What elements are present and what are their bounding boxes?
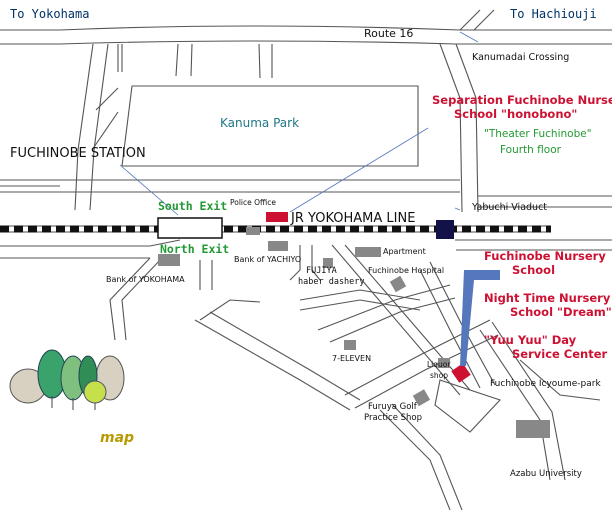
- south-exit-label: South Exit: [158, 199, 227, 213]
- furuya-label-2: Practice Shop: [364, 413, 422, 423]
- apartment-building: [355, 247, 381, 257]
- road-vertical-4: [258, 43, 273, 79]
- bank-yachiyo-label: Bank of YACHIYO: [234, 255, 301, 264]
- theater-label-1: "Theater Fuchinobe": [484, 128, 592, 140]
- police-office-label: Police Office: [230, 198, 276, 207]
- road-southwest-diag: [109, 257, 163, 341]
- fujiya-building: [323, 258, 333, 268]
- to-hachiouji-label: To Hachiouji: [510, 7, 597, 21]
- police-office-building: [246, 227, 260, 235]
- azabu-university-label: Azabu University: [510, 469, 582, 479]
- yuuyuu-label-2: Service Center: [512, 347, 608, 361]
- road-diagonal-southeast: [194, 311, 361, 411]
- to-yokohama-label: To Yokohama: [10, 7, 89, 21]
- yabuchi-viaduct-label: Yabuchi Viaduct: [471, 202, 547, 213]
- route16-label: Route 16: [364, 27, 413, 40]
- fuchinobe-station-building: [157, 217, 223, 239]
- road-park-block: [434, 379, 501, 433]
- road-below-line: [0, 239, 181, 259]
- azabu-university-building: [516, 420, 550, 438]
- road-east-grid-3: [299, 289, 421, 311]
- kanumadai-crossing-label: Kanumadai Crossing: [472, 52, 569, 63]
- road-cross-diag-1: [317, 284, 456, 343]
- night-nursery-label-2: School "Dream": [510, 305, 612, 319]
- road-east-top: [478, 195, 612, 208]
- apartment-label: Apartment: [383, 247, 426, 256]
- road-south-west: [199, 260, 213, 290]
- bank-yokohama-building: [158, 254, 180, 266]
- nursery-pointer: [460, 270, 500, 366]
- separation-nursery-marker: [266, 212, 288, 222]
- fuchinobe-nursery-label-2: School: [512, 263, 555, 277]
- road-vertical-5: [439, 43, 479, 213]
- yuuyuu-label-1: "Yuu Yuu" Day: [484, 333, 577, 347]
- road-vertical-3: [175, 43, 193, 77]
- road-east-short: [519, 359, 601, 401]
- road-east-lower: [455, 239, 612, 251]
- fuchinobe-nursery-label-1: Fuchinobe Nursery: [484, 249, 606, 263]
- north-exit-label: North Exit: [160, 242, 229, 256]
- fujiya-label-2: haber dashery: [298, 277, 365, 287]
- liquor-label-2: shop: [430, 371, 448, 380]
- fuchinobe-nursery-marker: [451, 363, 471, 383]
- bank-yokohama-label: Bank of YOKOHAMA: [106, 275, 185, 284]
- separation-nursery-label-2: School "honobono": [454, 107, 577, 121]
- trees-icon: [9, 349, 125, 410]
- hospital-building: [389, 275, 407, 293]
- yabuchi-viaduct-marker: [436, 220, 454, 239]
- fujiya-label-1: FUJIYA: [306, 266, 337, 276]
- pointer-lines: [119, 31, 479, 216]
- bank-yachiyo-building: [268, 241, 288, 251]
- road-diagonal-ramp: [199, 299, 261, 321]
- station-label: FUCHINOBE STATION: [10, 146, 146, 161]
- street-above-line: [0, 179, 460, 193]
- map-title: map: [100, 430, 134, 446]
- route16-road: [0, 25, 612, 45]
- block-west-park: [91, 87, 119, 151]
- kanuma-park-label: Kanuma Park: [220, 116, 299, 130]
- seven-eleven-label: 7-ELEVEN: [332, 354, 371, 363]
- liquor-shop-building: [438, 358, 450, 368]
- road-southeast-long: [379, 403, 463, 510]
- icyoume-park-label: Fuchinobe Icyoume-park: [490, 379, 601, 389]
- separation-nursery-label-1: Separation Fuchinobe Nursery: [432, 93, 612, 107]
- road-west-vertical: [74, 43, 109, 211]
- furuya-building: [412, 389, 431, 407]
- kanuma-park-outline: [121, 85, 419, 167]
- furuya-label-1: Furuya Golf: [368, 402, 418, 412]
- jr-yokohama-railway: [0, 225, 551, 233]
- road-main-south: [289, 245, 321, 281]
- theater-label-2: Fourth floor: [500, 144, 562, 156]
- seven-eleven-building: [344, 340, 356, 350]
- road-northeast: [459, 9, 495, 31]
- jr-line-label: JR YOKOHAMA LINE: [290, 211, 415, 226]
- buildings: [158, 227, 550, 438]
- liquor-label-1: Liquor: [427, 360, 451, 369]
- hospital-label: Fuchinobe Hospital: [368, 266, 444, 275]
- road-vertical-2: [117, 44, 123, 72]
- labels: To Yokohama To Hachiouji Route 16 Kanuma…: [10, 7, 612, 479]
- night-nursery-label-1: Night Time Nursery: [484, 291, 611, 305]
